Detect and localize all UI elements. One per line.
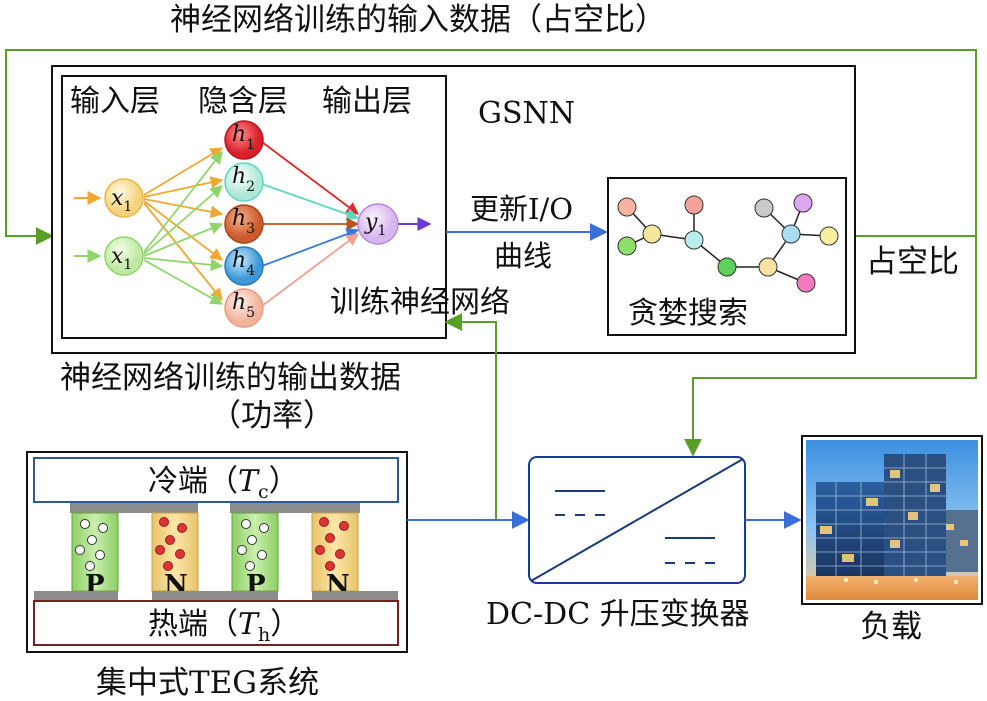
output-data-label-line2: （功率）	[210, 398, 334, 434]
hidden-node-h4: h4	[224, 246, 264, 286]
load-label: 负载	[860, 609, 922, 645]
teg-leg-n2: N	[311, 512, 359, 600]
bottom-connector-3	[312, 591, 398, 601]
output-layer-label: 输出层	[322, 84, 412, 119]
teg-leg-p1: P	[71, 512, 119, 600]
svg-text:h5: h5	[232, 290, 255, 321]
train-network-label: 训练神经网络	[330, 285, 510, 320]
n-electrons	[155, 517, 349, 571]
p-holes	[75, 519, 269, 571]
svg-text:y1: y1	[364, 210, 386, 239]
update-io-label-line2: 曲线	[494, 239, 552, 273]
greedy-search-nodes	[617, 193, 839, 293]
hot-side-label: 热端（Th）	[148, 607, 300, 646]
cold-side-plate	[33, 457, 399, 503]
svg-text:h3: h3	[232, 206, 255, 237]
top-connector-1	[70, 503, 198, 513]
h5-to-y1	[261, 233, 360, 307]
power-to-gsnn-line	[444, 313, 497, 520]
bottom-connector-2	[152, 591, 278, 601]
h4-to-y1	[261, 228, 360, 267]
svg-text:x1: x1	[111, 244, 132, 273]
dcdc-converter-label: DC-DC 升压变换器	[486, 597, 750, 632]
hidden-node-h3: h3	[224, 204, 264, 244]
hidden-layer-label: 隐含层	[198, 84, 288, 119]
teg-leg-n1: N	[151, 512, 199, 600]
hidden-node-h1: h1	[224, 120, 264, 160]
svg-text:h4: h4	[232, 248, 255, 279]
input-node-x1-top: x1	[104, 178, 144, 218]
input-layer-label: 输入层	[70, 84, 160, 119]
teg-system-caption: 集中式TEG系统	[96, 665, 319, 701]
hidden-node-h5: h5	[224, 288, 264, 328]
converter-diagonal	[530, 458, 744, 582]
dc-symbol-input	[555, 490, 605, 516]
gsnn-label: GSNN	[478, 96, 575, 131]
teg-leg-p2: P	[231, 512, 279, 600]
input-node-x1-bottom: x1	[104, 236, 144, 276]
h1-to-y1	[261, 141, 360, 215]
top-connector-2	[230, 503, 360, 513]
bottom-connector-1	[34, 591, 118, 601]
load-building-picture	[806, 440, 978, 600]
greedy-search-label: 贪婪搜索	[628, 296, 748, 331]
duty-ratio-label: 占空比	[866, 244, 959, 280]
hidden-node-h2: h2	[224, 162, 264, 202]
update-io-label-line1: 更新I/O	[470, 192, 573, 226]
svg-text:x1: x1	[111, 186, 132, 215]
x1-top-connections	[143, 147, 224, 301]
svg-text:h2: h2	[232, 164, 255, 195]
h2-to-y1	[261, 183, 360, 221]
duty-feedback-line	[5, 49, 977, 245]
top-title: 神经网络训练的输入数据（占空比）	[170, 2, 666, 38]
x1-bottom-connections	[143, 151, 224, 305]
cold-side-label: 冷端（Tc）	[148, 464, 299, 503]
dc-symbol-output	[665, 537, 715, 564]
output-data-label-line1: 神经网络训练的输出数据	[60, 360, 401, 396]
svg-text:h1: h1	[232, 122, 255, 153]
output-node-y1: y1	[357, 203, 399, 245]
hot-side-plate	[33, 600, 399, 646]
duty-to-converter-line	[684, 236, 977, 457]
